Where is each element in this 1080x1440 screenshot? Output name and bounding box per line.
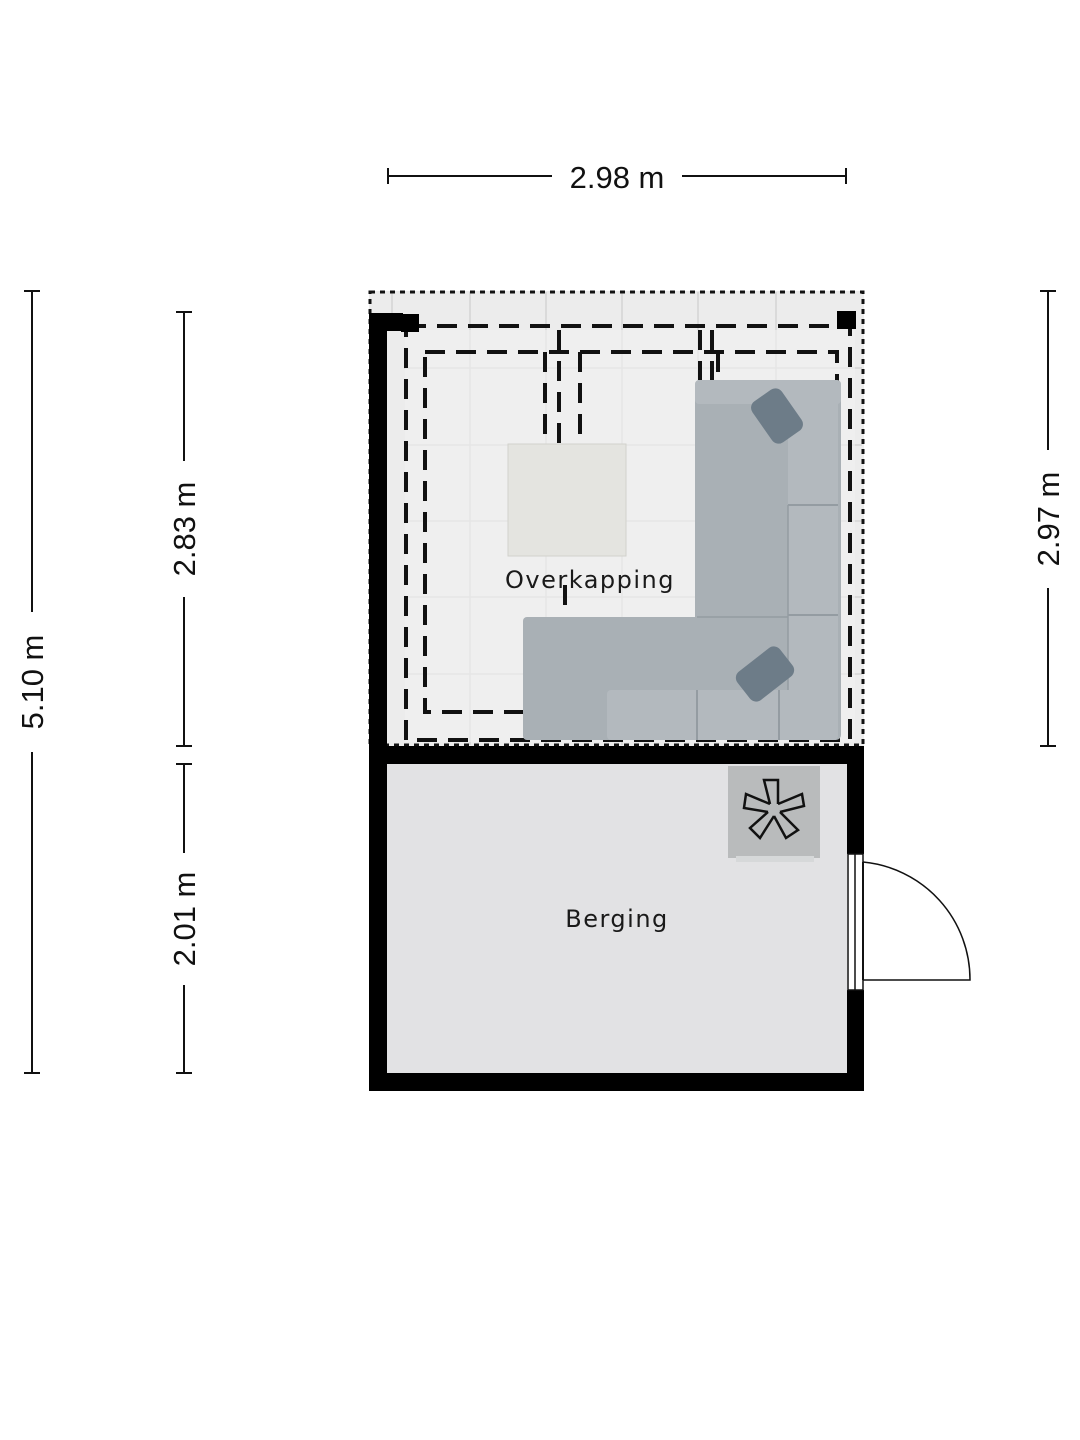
dimension-right-height-label: 2.97 m (1031, 472, 1066, 567)
wall-left (369, 313, 387, 1091)
dimension-top-width-label: 2.98 m (570, 160, 665, 195)
sofa-pillow-top (751, 388, 803, 444)
dimension-total-height: 5.10 m (15, 290, 50, 1074)
post-top-left (401, 314, 419, 332)
dimension-berging-height: 2.01 m (167, 763, 202, 1074)
room-label-overkapping: Overkapping (505, 566, 675, 594)
dimension-overkapping-height-label: 2.83 m (167, 482, 202, 577)
walls (369, 313, 864, 1091)
wall-right-upper (847, 746, 864, 854)
dimension-overkapping-height: 2.83 m (167, 311, 202, 747)
corner-sofa (523, 380, 841, 740)
room-label-berging: Berging (565, 905, 669, 933)
dimension-total-height-label: 5.10 m (15, 635, 50, 730)
wall-middle (369, 746, 864, 764)
berging-room (387, 764, 847, 1074)
post-top-right (837, 311, 856, 329)
door (847, 853, 971, 991)
dimension-berging-height-label: 2.01 m (167, 872, 202, 967)
dimension-top-width: 2.98 m (387, 160, 847, 195)
wall-right-lower (847, 990, 864, 1091)
overkapping-roof-outline (368, 290, 865, 747)
berging-appliance (728, 766, 820, 858)
wall-bottom (369, 1073, 864, 1091)
fan-icon (742, 778, 806, 840)
door-swing-arc (862, 861, 971, 981)
table (507, 443, 627, 557)
sofa-pillow-bottom (735, 646, 795, 702)
wall-top-left-corner (369, 313, 403, 331)
dimension-right-height: 2.97 m (1031, 290, 1066, 747)
